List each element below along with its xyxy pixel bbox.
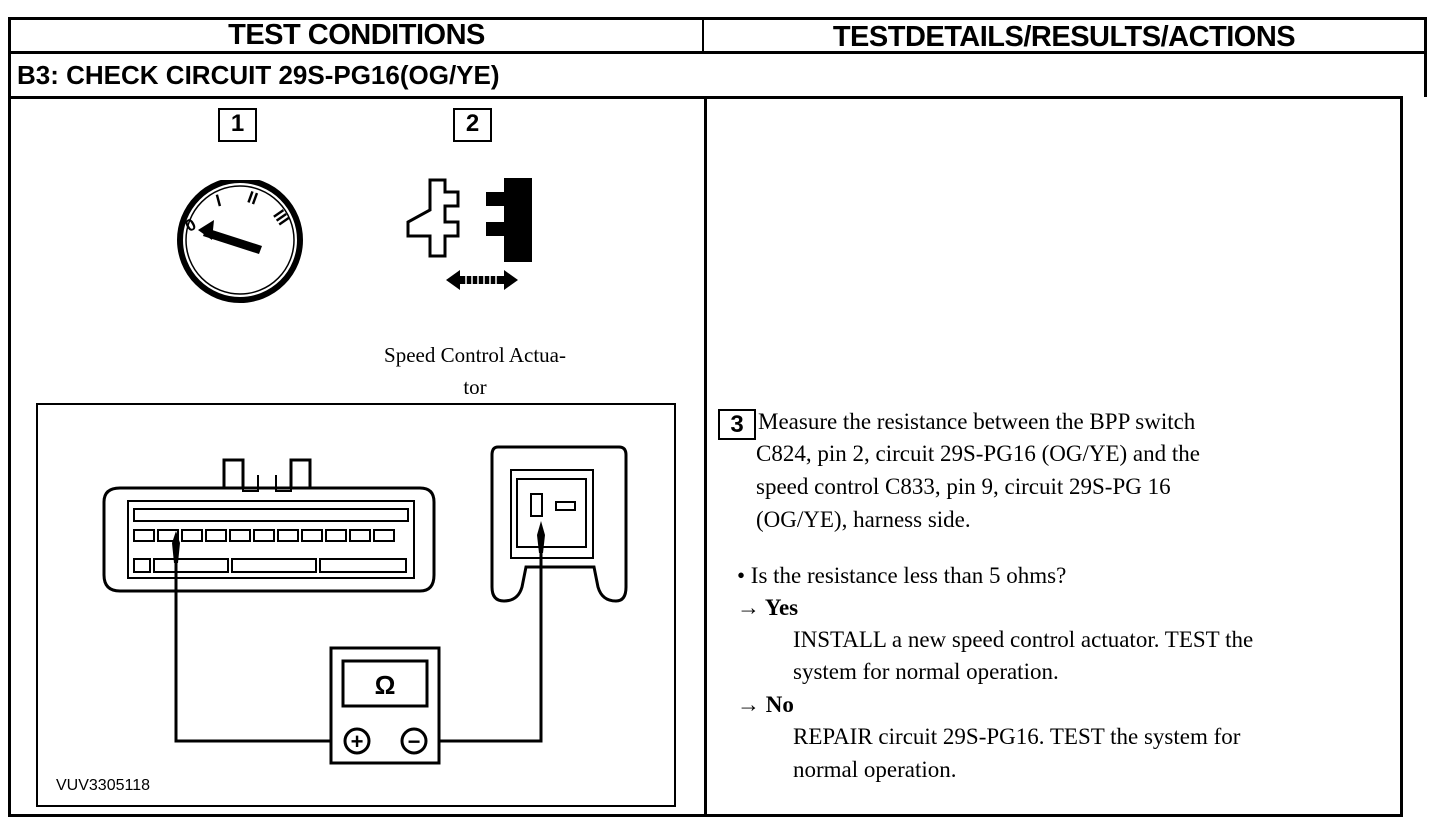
positive-terminal-label: + [351, 729, 364, 754]
body-column-divider [704, 96, 707, 817]
wiring-diagram-panel [36, 403, 676, 807]
instruction-line-2: C824, pin 2, circuit 29S-PG16 (OG/YE) an… [756, 441, 1200, 466]
positive-terminal [343, 727, 371, 755]
instruction-line-4: (OG/YE), harness side. [756, 507, 971, 532]
ignition-switch-icon: 0 I II III [177, 180, 303, 303]
table-top-border [10, 17, 1426, 20]
no-label: → No [737, 692, 794, 717]
yes-action-line-2: system for normal operation. [793, 659, 1059, 684]
header-column-divider [702, 17, 704, 53]
table-right-border-body [1400, 96, 1403, 817]
instruction-line-1: Measure the resistance between the BPP s… [758, 409, 1196, 434]
header-test-details: TESTDETAILS/RESULTS/ACTIONS [832, 21, 1296, 53]
step-2-box: 2 [453, 108, 492, 142]
header-divider [10, 51, 1426, 54]
yes-label: → Yes [737, 595, 799, 620]
negative-terminal [400, 727, 428, 755]
table-left-border [8, 17, 11, 817]
header-test-conditions: TEST CONDITIONS [228, 19, 485, 51]
actuator-caption-line1: Speed Control Actua- [384, 343, 566, 367]
question-text: • Is the resistance less than 5 ohms? [737, 563, 1067, 588]
yes-action-line-1: INSTALL a new speed control actuator. TE… [793, 627, 1254, 652]
speed-control-actuator-connector [490, 445, 628, 603]
figure-id: VUV3305118 [56, 777, 150, 794]
actuator-caption-line2: tor [463, 375, 487, 399]
instruction-line-3: speed control C833, pin 9, circuit 29S-P… [756, 474, 1171, 499]
table-right-border-header [1424, 17, 1427, 97]
ohmmeter: Ω + − [329, 646, 441, 765]
bpp-switch-connector [102, 458, 436, 593]
no-action-line-2: normal operation. [793, 757, 957, 782]
ohm-symbol: Ω [375, 670, 396, 700]
step-1-box: 1 [218, 108, 257, 142]
ignition-position-one: I [214, 191, 223, 211]
test-leads [174, 528, 543, 743]
step-3-box: 3 [718, 409, 756, 440]
no-action-line-1: REPAIR circuit 29S-PG16. TEST the system… [793, 724, 1241, 749]
section-title: B3: CHECK CIRCUIT 29S-PG16(OG/YE) [17, 60, 500, 90]
wiring-diagram: Ω + − VUV3305118 [56, 445, 628, 794]
connector-disconnect-icon [406, 178, 532, 290]
negative-terminal-label: − [408, 729, 421, 754]
